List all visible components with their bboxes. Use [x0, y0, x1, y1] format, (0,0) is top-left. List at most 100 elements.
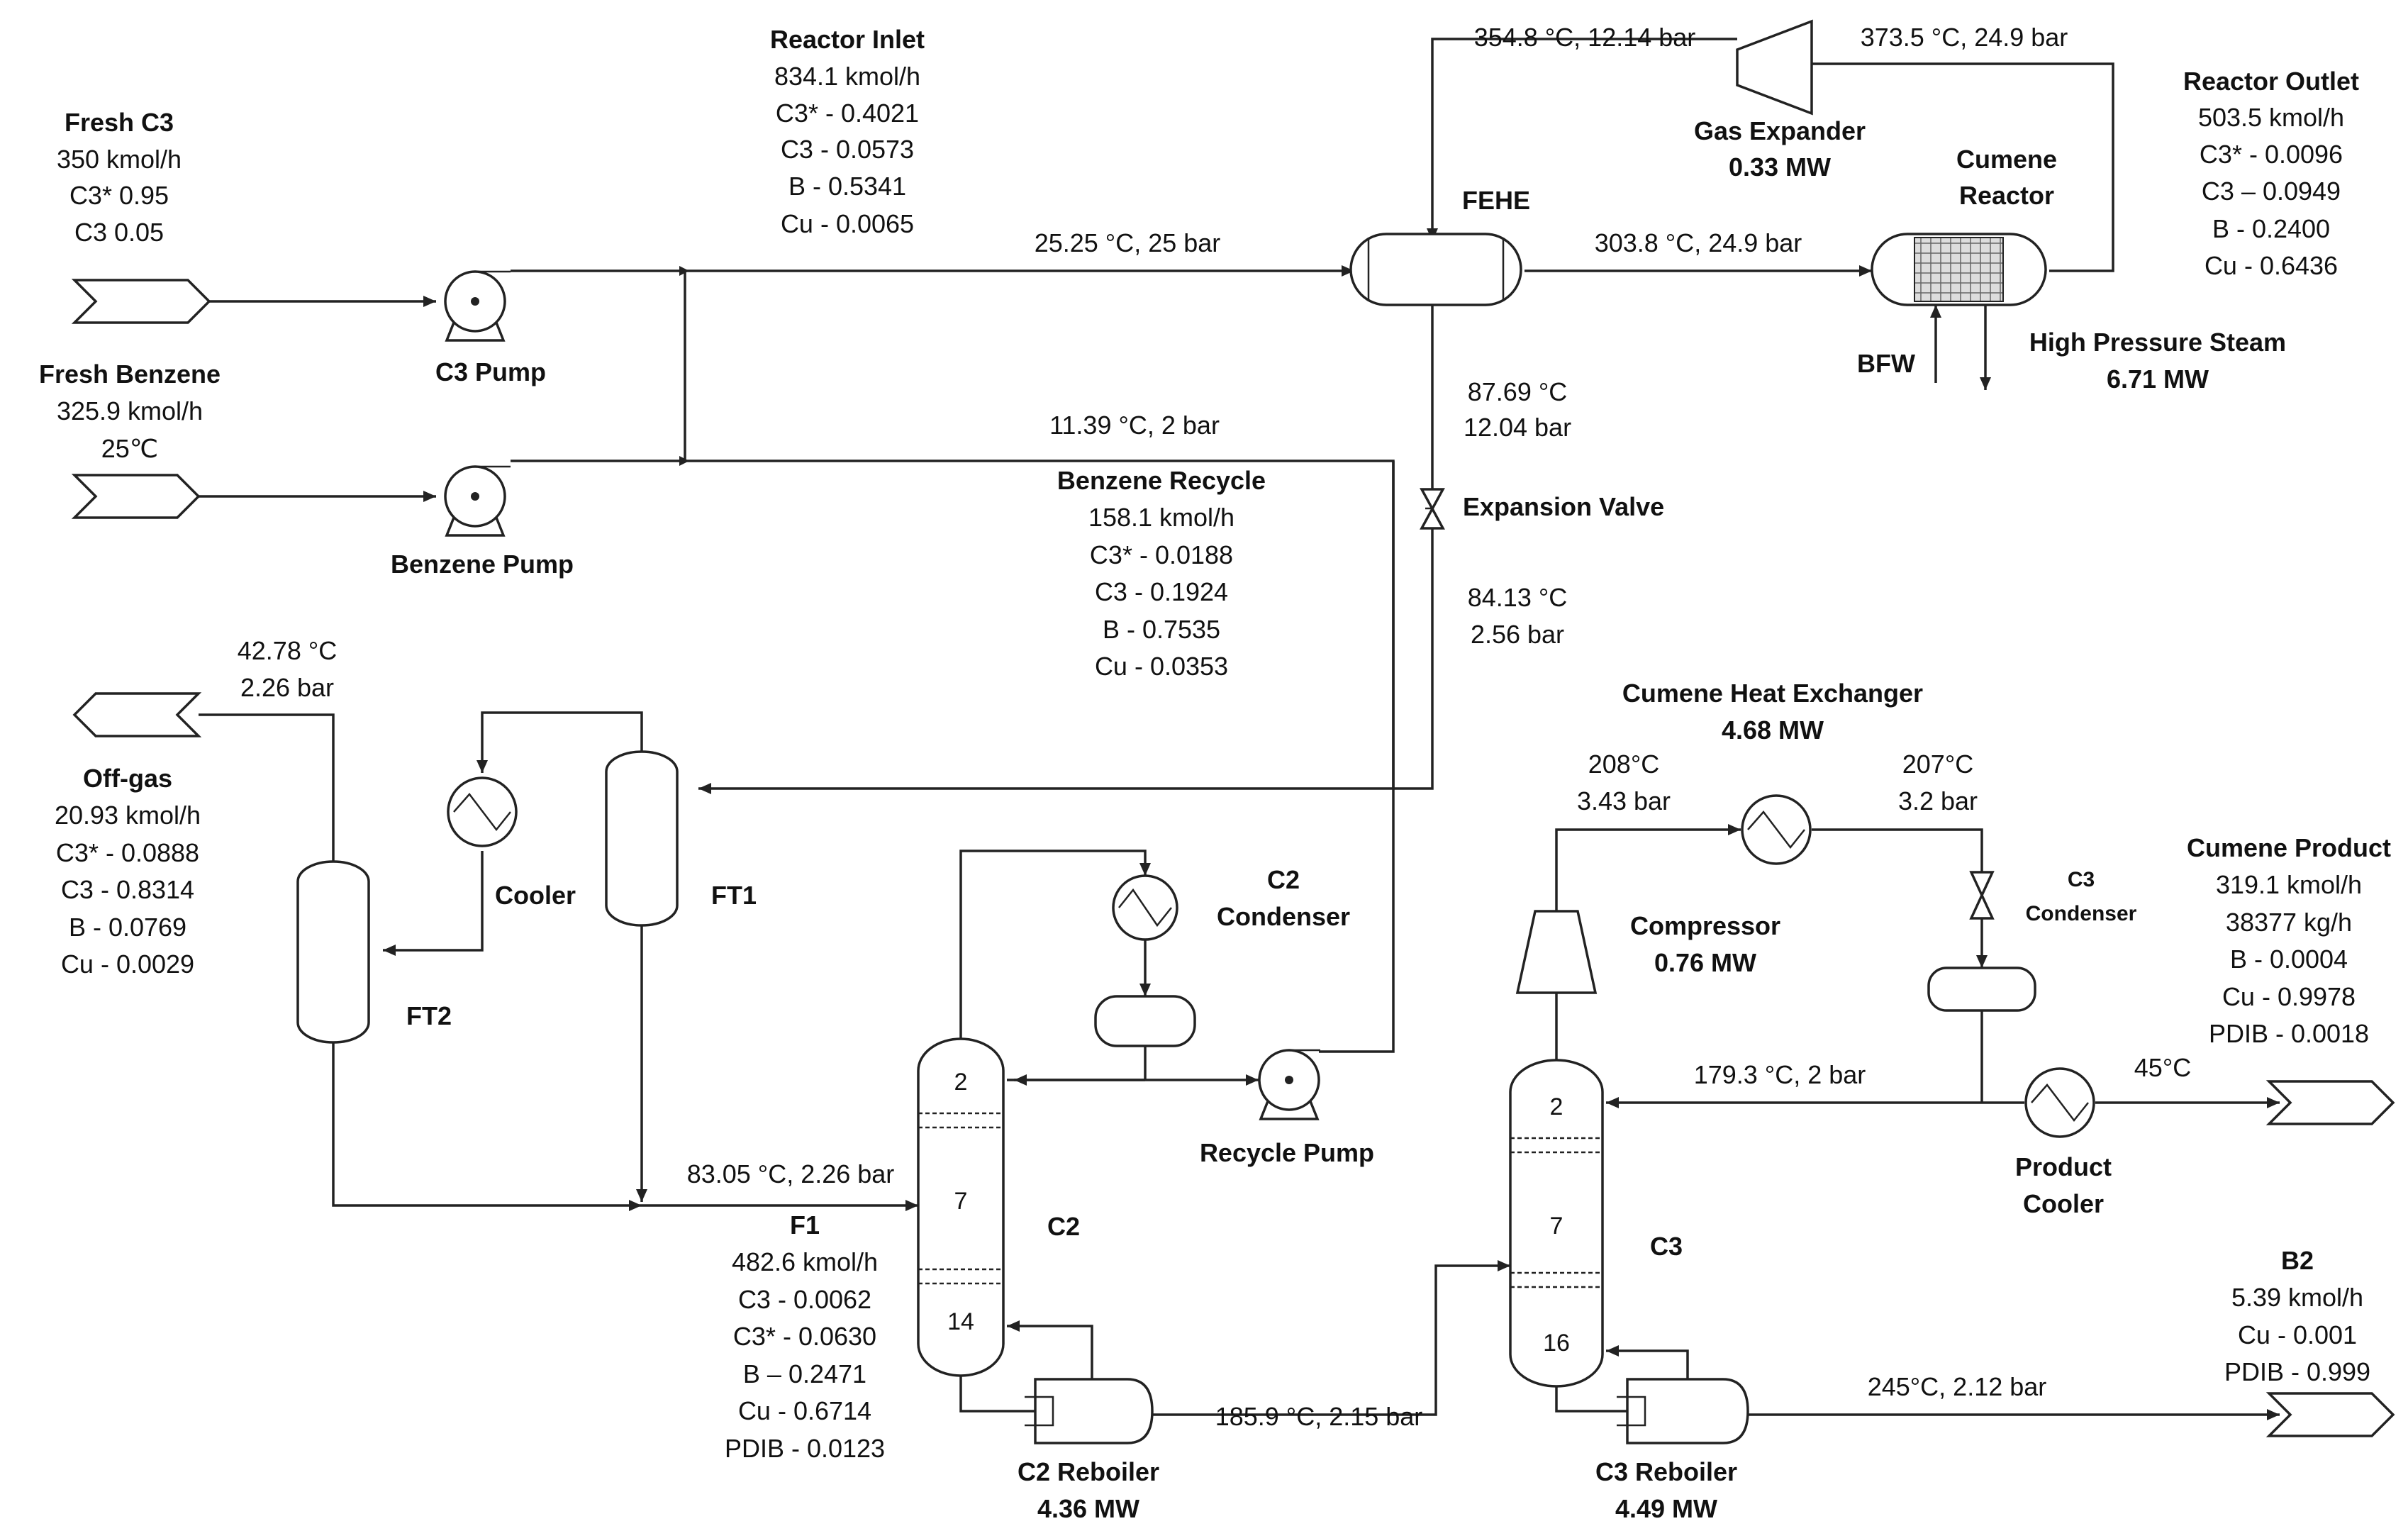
svg-text:503.5 kmol/h: 503.5 kmol/h	[2198, 103, 2344, 132]
fehe-label: FEHE	[1462, 186, 1530, 215]
f1-label: F1 482.6 kmol/h C3 - 0.0062 C3* - 0.0630…	[725, 1210, 885, 1463]
c3-condenser-valve-icon	[1969, 871, 1995, 920]
c3-pump-label: C3 Pump	[435, 357, 546, 386]
expansion-valve-icon	[1420, 488, 1445, 530]
cumene-product-arrow	[2265, 1080, 2395, 1125]
svg-text:0.33 MW: 0.33 MW	[1729, 152, 1831, 182]
svg-text:C3 0.05: C3 0.05	[74, 218, 164, 247]
expander-outlet-label: 373.5 °C, 24.9 bar	[1861, 23, 2068, 52]
svg-text:Condenser: Condenser	[2026, 902, 2137, 925]
c2-column-label: C2	[1047, 1212, 1080, 1241]
fresh-benzene-feed-arrow	[71, 474, 201, 519]
svg-text:12.04 bar: 12.04 bar	[1464, 413, 1571, 442]
svg-text:Cu - 0.001: Cu - 0.001	[2238, 1320, 2357, 1349]
cumene-hx-label: Cumene Heat Exchanger 4.68 MW	[1622, 679, 1923, 745]
svg-text:B - 0.0004: B - 0.0004	[2230, 945, 2348, 974]
svg-text:PDIB - 0.999: PDIB - 0.999	[2224, 1357, 2370, 1386]
valve-outlet-label: 84.13 °C 2.56 bar	[1468, 583, 1567, 649]
svg-text:Reactor Outlet: Reactor Outlet	[2183, 67, 2359, 96]
cumene-heat-exchanger-icon	[1741, 794, 1812, 865]
hx-inlet-conditions-label: 208°C 3.43 bar	[1577, 750, 1671, 815]
c3-reboiler-label: C3 Reboiler 4.49 MW	[1595, 1457, 1737, 1523]
svg-text:C3: C3	[2068, 868, 2095, 891]
svg-text:Reactor: Reactor	[1959, 181, 2054, 210]
ft2-label: FT2	[406, 1001, 452, 1030]
gas-expander-label: Gas Expander 0.33 MW	[1694, 116, 1866, 182]
offgas-conditions-label: 42.78 °C 2.26 bar	[238, 636, 337, 702]
svg-text:C3* - 0.0630: C3* - 0.0630	[733, 1322, 876, 1351]
svg-text:Gas Expander: Gas Expander	[1694, 116, 1866, 145]
benzene-pump-icon	[444, 465, 511, 537]
svg-text:Cu - 0.0029: Cu - 0.0029	[61, 949, 194, 979]
svg-text:158.1 kmol/h: 158.1 kmol/h	[1088, 503, 1234, 532]
svg-text:25℃: 25℃	[101, 434, 158, 463]
svg-text:Cu - 0.9978: Cu - 0.9978	[2222, 982, 2356, 1011]
svg-text:High Pressure Steam: High Pressure Steam	[2029, 328, 2286, 357]
svg-text:0.76 MW: 0.76 MW	[1654, 948, 1756, 977]
c3-condenser-label: C3 Condenser	[2026, 868, 2137, 925]
c3-tray-labels: 2 7 16	[1543, 1093, 1570, 1357]
svg-text:350 kmol/h: 350 kmol/h	[57, 145, 182, 174]
svg-text:Cumene Heat Exchanger: Cumene Heat Exchanger	[1622, 679, 1923, 708]
cooler-label: Cooler	[495, 881, 576, 910]
svg-text:482.6 kmol/h: 482.6 kmol/h	[732, 1247, 878, 1276]
b2-product-arrow	[2265, 1392, 2395, 1437]
svg-text:PDIB - 0.0018: PDIB - 0.0018	[2209, 1019, 2369, 1048]
svg-text:207°C: 207°C	[1902, 750, 1973, 779]
svg-text:4.68 MW: 4.68 MW	[1722, 715, 1824, 745]
svg-text:3.2 bar: 3.2 bar	[1898, 786, 1978, 815]
cumene-product-label: Cumene Product 319.1 kmol/h 38377 kg/h B…	[2187, 833, 2391, 1048]
hp-steam-label: High Pressure Steam 6.71 MW	[2029, 328, 2286, 394]
product-cooler-icon	[2024, 1067, 2095, 1138]
svg-text:C3* - 0.0188: C3* - 0.0188	[1090, 540, 1233, 569]
c2-condenser-icon	[1112, 874, 1178, 941]
svg-text:Product: Product	[2015, 1152, 2112, 1181]
svg-text:B – 0.2471: B – 0.2471	[743, 1359, 866, 1388]
svg-text:2: 2	[1550, 1093, 1563, 1120]
fehe-hot-outlet-label: 303.8 °C, 24.9 bar	[1595, 228, 1802, 257]
svg-text:Cumene: Cumene	[1956, 145, 2057, 174]
ft1-flash-tank-icon	[605, 750, 679, 927]
svg-text:4.49 MW: 4.49 MW	[1615, 1494, 1717, 1523]
hx-outlet-conditions-label: 207°C 3.2 bar	[1898, 750, 1978, 815]
svg-text:C3 Reboiler: C3 Reboiler	[1595, 1457, 1737, 1486]
ft1-label: FT1	[711, 881, 757, 910]
svg-text:Fresh C3: Fresh C3	[65, 108, 174, 137]
c3-reflux-conditions-label: 179.3 °C, 2 bar	[1694, 1060, 1866, 1089]
svg-text:PDIB - 0.0123: PDIB - 0.0123	[725, 1434, 885, 1463]
svg-text:B - 0.0769: B - 0.0769	[69, 913, 186, 942]
svg-text:4.36 MW: 4.36 MW	[1037, 1494, 1139, 1523]
svg-text:Benzene Recycle: Benzene Recycle	[1057, 466, 1266, 495]
svg-text:B2: B2	[2281, 1246, 2314, 1275]
svg-text:2.26 bar: 2.26 bar	[240, 673, 334, 702]
c2-tray-labels: 2 7 14	[947, 1069, 974, 1335]
c2-reboiler-icon	[1025, 1378, 1154, 1444]
svg-text:Cumene Product: Cumene Product	[2187, 833, 2391, 862]
reactor-inlet-label: Reactor Inlet 834.1 kmol/h C3* - 0.4021 …	[770, 25, 925, 238]
svg-text:16: 16	[1543, 1330, 1570, 1357]
svg-text:20.93 kmol/h: 20.93 kmol/h	[55, 801, 201, 830]
svg-text:Cu - 0.0065: Cu - 0.0065	[781, 209, 914, 238]
svg-text:Off-gas: Off-gas	[83, 764, 172, 793]
c2-bottoms-conditions-label: 185.9 °C, 2.15 bar	[1215, 1402, 1423, 1431]
svg-text:2.56 bar: 2.56 bar	[1471, 620, 1564, 649]
svg-text:C2 Reboiler: C2 Reboiler	[1018, 1457, 1159, 1486]
svg-text:Cooler: Cooler	[2023, 1189, 2104, 1218]
svg-text:C3 - 0.1924: C3 - 0.1924	[1095, 577, 1228, 606]
cooler-icon	[447, 776, 518, 847]
gas-expander-icon	[1736, 19, 1813, 116]
ft2-flash-tank-icon	[296, 860, 370, 1044]
svg-text:6.71 MW: 6.71 MW	[2107, 364, 2209, 394]
compressor-label: Compressor 0.76 MW	[1630, 911, 1780, 977]
svg-text:5.39 kmol/h: 5.39 kmol/h	[2231, 1283, 2363, 1312]
c2-column-icon	[917, 1037, 1005, 1377]
c2-condenser-label: C2 Condenser	[1217, 865, 1350, 931]
product-temperature-label: 45°C	[2134, 1053, 2191, 1082]
svg-text:87.69 °C: 87.69 °C	[1468, 377, 1567, 406]
svg-text:Cu - 0.6714: Cu - 0.6714	[738, 1396, 871, 1425]
expansion-valve-label: Expansion Valve	[1463, 492, 1664, 521]
benzene-recycle-conditions-label: 11.39 °C, 2 bar	[1049, 411, 1220, 440]
svg-text:Condenser: Condenser	[1217, 902, 1350, 931]
svg-text:C3* - 0.0888: C3* - 0.0888	[56, 838, 199, 867]
